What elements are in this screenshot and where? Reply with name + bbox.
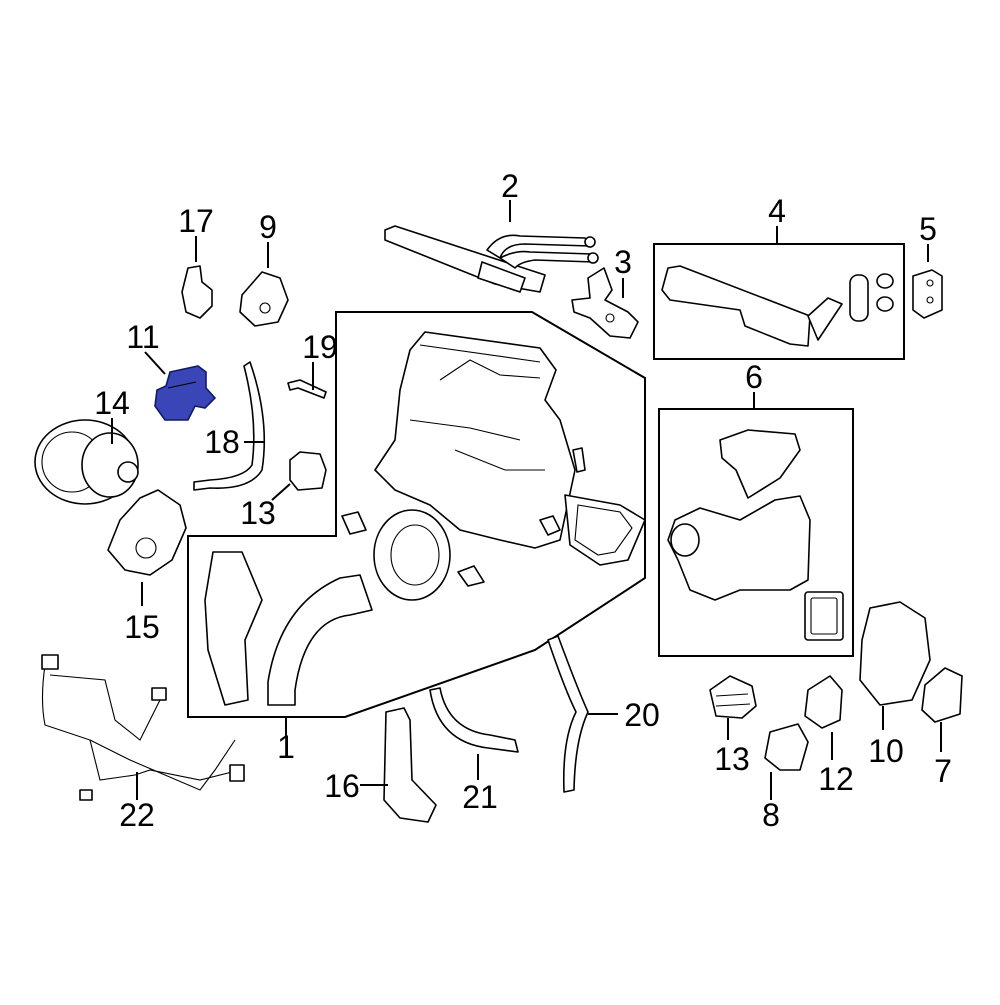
callout-9: 9: [259, 209, 277, 245]
part-5-expansion-valve[interactable]: [912, 269, 943, 319]
part-3-bracket[interactable]: [571, 267, 639, 339]
part-10-bracket[interactable]: [859, 601, 931, 706]
callout-labels: 2 3 4 5 6 17 9 11 14 19 18 13 15 1 16 21…: [94, 168, 952, 833]
callout-13-upper: 13: [240, 495, 276, 531]
part-19-bolt[interactable]: [287, 379, 327, 399]
callout-21: 21: [462, 779, 498, 815]
callout-4: 4: [768, 193, 786, 229]
part-13-grommet-upper[interactable]: [289, 451, 327, 491]
part-21-hose[interactable]: [429, 687, 519, 753]
part-20-hose[interactable]: [547, 635, 589, 793]
callout-18: 18: [204, 424, 240, 460]
part-11-blower-resistor[interactable]: [154, 365, 217, 421]
callout-8: 8: [762, 797, 780, 833]
callout-19: 19: [302, 329, 338, 365]
part-8-actuator[interactable]: [764, 723, 809, 771]
part-4-evaporator[interactable]: [661, 265, 894, 347]
callout-16: 16: [324, 768, 360, 804]
callout-12: 12: [818, 761, 854, 797]
part-13-grommet-lower[interactable]: [709, 675, 757, 719]
callout-10: 10: [868, 733, 904, 769]
callout-20: 20: [624, 697, 660, 733]
part-17-sensor[interactable]: [181, 265, 213, 319]
group-box-6: [658, 408, 854, 657]
part-7-actuator[interactable]: [921, 667, 963, 723]
part-12-actuator[interactable]: [804, 675, 843, 729]
callout-7: 7: [934, 753, 952, 789]
callout-6: 6: [745, 359, 763, 395]
callout-2: 2: [501, 168, 519, 204]
callout-15: 15: [124, 609, 160, 645]
part-2-heater-core[interactable]: [384, 225, 599, 293]
part-22-wire-harness[interactable]: [41, 654, 245, 801]
callout-13-lower: 13: [714, 741, 750, 777]
part-1-hvac-case[interactable]: [204, 331, 646, 706]
callout-11: 11: [126, 319, 159, 355]
part-18-drain-hose[interactable]: [193, 361, 266, 491]
callout-1: 1: [277, 729, 295, 765]
part-9-sensor[interactable]: [239, 271, 289, 327]
leader-lines: [111, 200, 942, 800]
part-14-blower-motor[interactable]: [34, 419, 139, 505]
callout-5: 5: [919, 211, 937, 247]
part-6-heater-case[interactable]: [667, 429, 844, 641]
callout-17: 17: [178, 203, 214, 239]
main-assembly-box: [187, 311, 646, 718]
callout-14: 14: [94, 385, 130, 421]
group-box-4: [653, 243, 905, 360]
callout-22: 22: [119, 797, 155, 833]
callout-3: 3: [614, 244, 632, 280]
part-15-motor-mount[interactable]: [107, 489, 187, 576]
part-16-duct[interactable]: [383, 707, 437, 823]
